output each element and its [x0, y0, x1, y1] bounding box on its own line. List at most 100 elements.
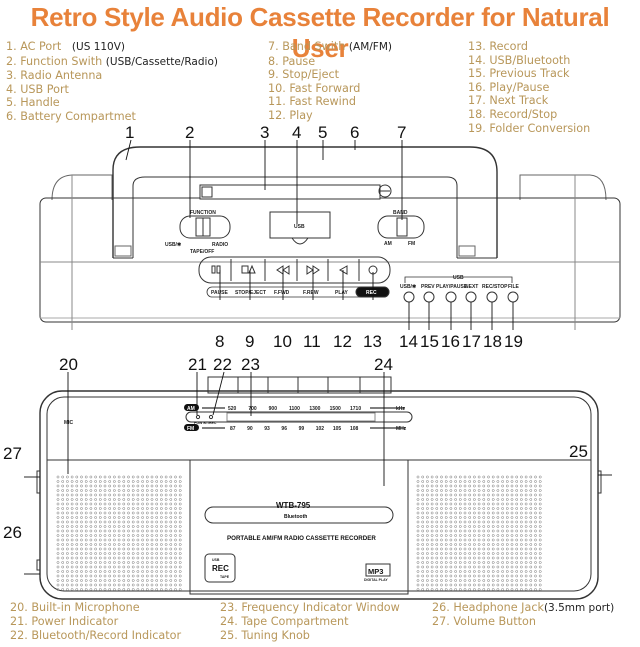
grille-hole	[449, 570, 453, 573]
grille-hole	[487, 538, 490, 542]
grille-hole	[56, 579, 60, 582]
grille-hole	[430, 543, 434, 546]
grille-hole	[169, 502, 173, 506]
grille-hole	[155, 552, 159, 555]
grille-hole	[454, 534, 457, 537]
grille-hole	[178, 507, 182, 510]
grille-hole	[529, 588, 533, 591]
prev-button[interactable]	[423, 291, 435, 303]
grille-hole	[430, 574, 434, 578]
grille-hole	[108, 534, 112, 537]
grille-hole	[487, 534, 490, 537]
callout-17: 17	[462, 332, 481, 351]
grille-hole	[444, 588, 448, 591]
grille-hole	[487, 588, 490, 591]
grille-hole	[430, 511, 434, 515]
grille-hole	[56, 475, 60, 479]
grille-hole	[430, 484, 434, 488]
grille-hole	[75, 493, 79, 497]
grille-hole	[164, 565, 168, 569]
grille-hole	[136, 507, 140, 510]
grille-hole	[75, 525, 79, 528]
grille-hole	[487, 565, 490, 569]
grille-hole	[145, 489, 149, 492]
grille-hole	[473, 574, 476, 578]
grille-hole	[473, 480, 476, 483]
grille-hole	[520, 534, 523, 537]
grille-hole	[113, 543, 116, 546]
grille-hole	[501, 493, 504, 497]
grille-hole	[75, 538, 79, 542]
grille-hole	[75, 534, 79, 537]
grille-hole	[482, 516, 486, 519]
grille-hole	[117, 574, 121, 578]
grille-hole	[141, 529, 144, 533]
grille-hole	[94, 543, 97, 546]
grille-hole	[510, 538, 514, 542]
grille-hole	[473, 498, 476, 501]
grille-hole	[421, 480, 425, 483]
fm-unit: MHz	[396, 426, 407, 432]
next-button[interactable]	[465, 291, 477, 303]
grille-hole	[524, 552, 528, 555]
grille-hole	[449, 565, 453, 569]
grille-hole	[84, 547, 88, 551]
grille-hole	[150, 511, 154, 515]
grille-hole	[510, 529, 514, 533]
grille-hole	[444, 480, 448, 483]
grille-hole	[94, 583, 97, 587]
grille-hole	[80, 570, 83, 573]
grille-hole	[468, 529, 472, 533]
grille-hole	[430, 561, 434, 564]
grille-hole	[473, 552, 476, 555]
grille-hole	[66, 480, 69, 483]
grille-hole	[426, 543, 429, 546]
grille-hole	[458, 498, 462, 501]
grille-hole	[164, 556, 168, 560]
grille-hole	[141, 579, 144, 582]
grille-hole	[538, 525, 542, 528]
grille-hole	[435, 588, 439, 591]
grille-hole	[487, 561, 490, 564]
grille-hole	[421, 475, 425, 479]
grille-hole	[145, 493, 149, 497]
callout-16: 16	[441, 332, 460, 351]
grille-hole	[501, 507, 504, 510]
grille-hole	[430, 556, 434, 560]
rec-stop-button[interactable]	[486, 291, 498, 303]
file-button[interactable]	[507, 291, 519, 303]
grille-hole	[430, 516, 434, 519]
grille-hole	[141, 588, 144, 591]
grille-hole	[529, 561, 533, 564]
grille-hole	[473, 516, 476, 519]
grille-hole	[534, 511, 537, 515]
grille-hole	[178, 574, 182, 578]
pause-icon	[211, 265, 216, 274]
grille-hole	[103, 507, 107, 510]
grille-hole	[164, 583, 168, 587]
grille-hole	[454, 516, 457, 519]
grille-hole	[70, 547, 74, 551]
grille-hole	[61, 525, 65, 528]
grille-hole	[477, 583, 481, 587]
grille-hole	[463, 493, 467, 497]
grille-hole	[164, 561, 168, 564]
grille-hole	[61, 579, 65, 582]
grille-hole	[463, 547, 467, 551]
legend-item: 22. Bluetooth/Record Indicator	[10, 629, 182, 642]
grille-hole	[515, 475, 519, 479]
grille-hole	[416, 511, 420, 515]
grille-hole	[66, 534, 69, 537]
grille-hole	[501, 561, 504, 564]
usb-bt-button[interactable]	[403, 291, 415, 303]
grille-hole	[84, 583, 88, 587]
grille-hole	[426, 552, 429, 555]
grille-hole	[103, 570, 107, 573]
grille-hole	[473, 507, 476, 510]
grille-hole	[155, 520, 159, 524]
grille-hole	[449, 583, 453, 587]
play-pause-button[interactable]	[445, 291, 457, 303]
grille-hole	[435, 574, 439, 578]
grille-hole	[473, 588, 476, 591]
grille-hole	[505, 529, 509, 533]
